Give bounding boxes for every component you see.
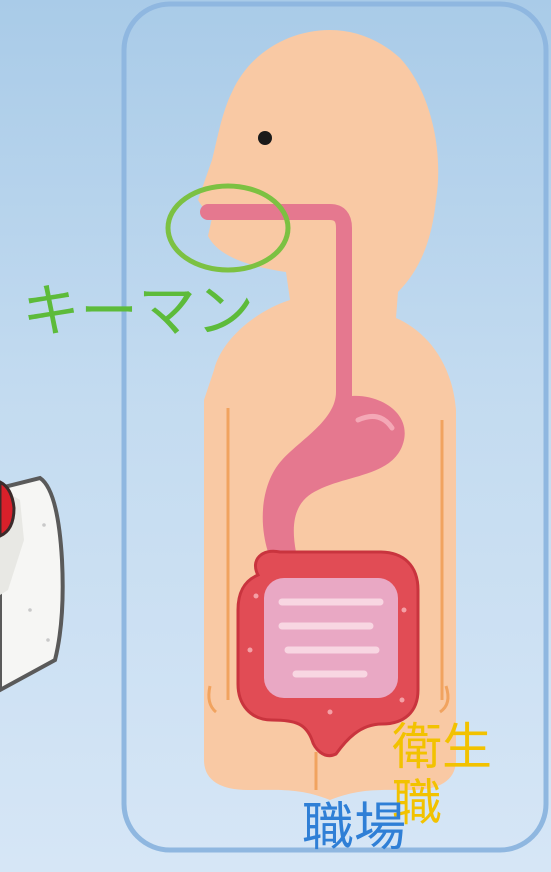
workplace-label: 職場: [302, 802, 406, 854]
hygiene-label: 衛生: [392, 722, 492, 772]
mask-illustration-fragment: [0, 478, 63, 690]
human-body-digestive-illustration: [198, 30, 456, 800]
eye-icon: [258, 131, 272, 145]
keyman-label: キーマン: [22, 282, 254, 340]
